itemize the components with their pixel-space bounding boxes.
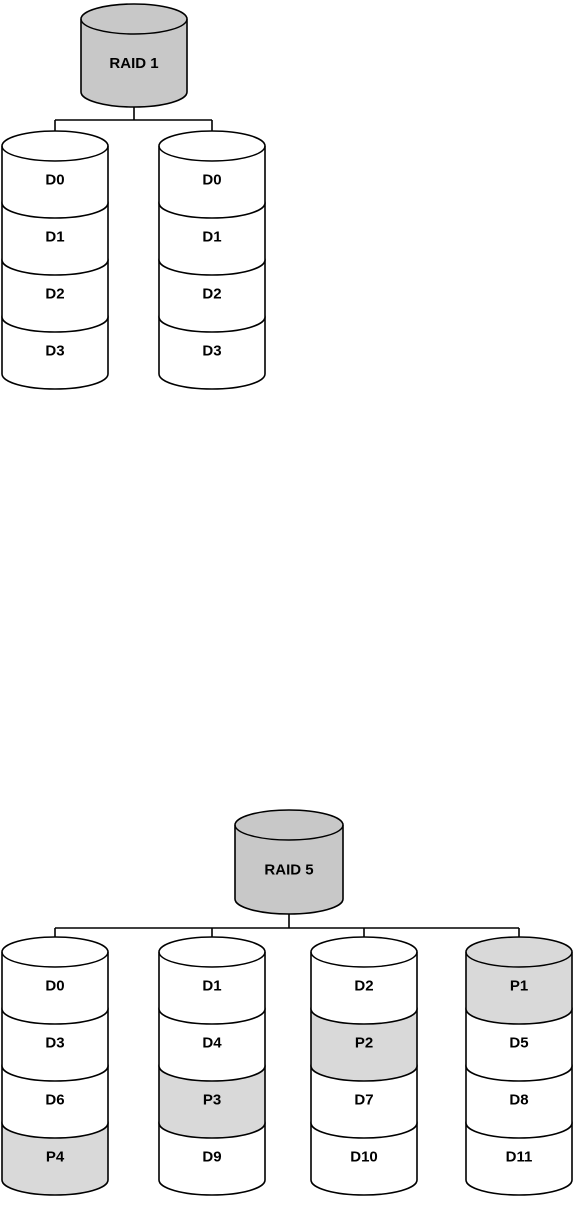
block-label: D6 xyxy=(45,1092,64,1109)
block-label: D9 xyxy=(202,1149,221,1166)
block-label: D1 xyxy=(45,229,64,246)
block-label: D2 xyxy=(202,286,221,303)
block-label: P1 xyxy=(510,978,528,995)
block-label: D0 xyxy=(45,978,64,995)
block-label: D3 xyxy=(45,1035,64,1052)
block-label: D1 xyxy=(202,978,221,995)
block-label: D4 xyxy=(202,1035,222,1052)
block-label: P2 xyxy=(355,1035,373,1052)
raid5-controller: RAID 5 xyxy=(235,810,343,914)
block-label: D7 xyxy=(354,1092,373,1109)
block-label: D8 xyxy=(509,1092,528,1109)
block-label: D10 xyxy=(350,1149,378,1166)
raid5-connectors xyxy=(55,914,519,937)
block-label: D11 xyxy=(506,1149,533,1166)
block-label: D2 xyxy=(45,286,64,303)
raid1-controller: RAID 1 xyxy=(81,4,187,107)
block-label: P4 xyxy=(46,1149,65,1166)
block-label: D3 xyxy=(202,343,221,360)
block-label: D5 xyxy=(509,1035,528,1052)
block-label: D3 xyxy=(45,343,64,360)
controller-label: RAID 1 xyxy=(109,55,158,72)
block-label: D0 xyxy=(202,172,221,189)
block-label: D2 xyxy=(354,978,373,995)
controller-label: RAID 5 xyxy=(264,862,313,879)
block-label: P3 xyxy=(203,1092,221,1109)
raid1-connectors xyxy=(55,107,212,131)
block-label: D1 xyxy=(202,229,221,246)
block-label: D0 xyxy=(45,172,64,189)
